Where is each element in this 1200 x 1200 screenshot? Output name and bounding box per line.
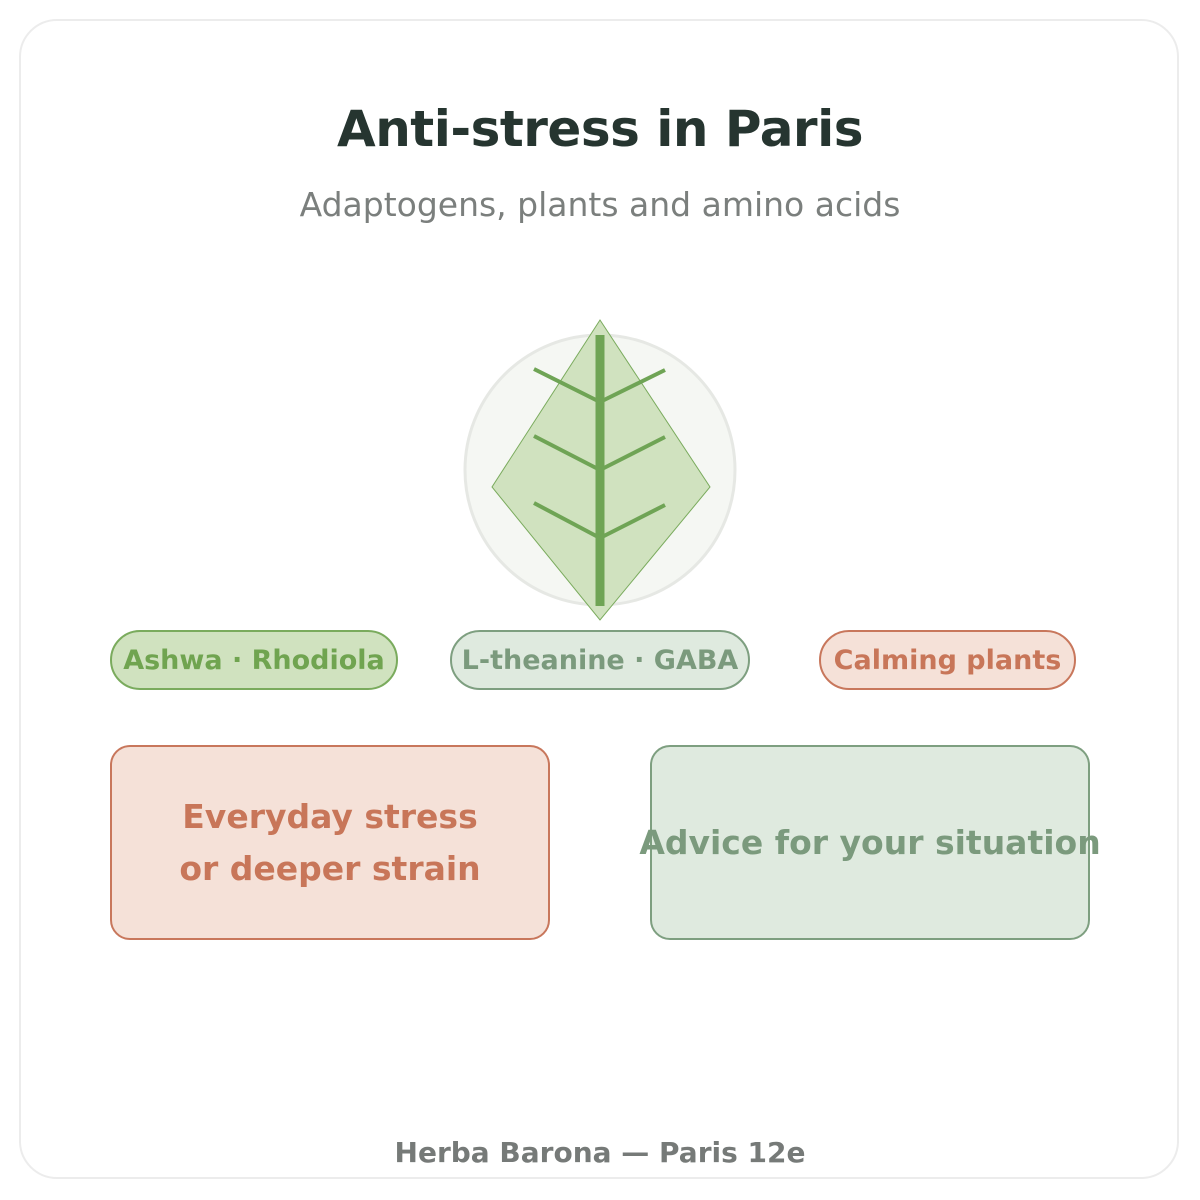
card-advice-label: Advice for your situation	[639, 822, 1101, 862]
leaf-veins	[533, 367, 666, 540]
tag-adaptogens: Ashwa · Rhodiola	[110, 630, 398, 690]
tag-calming-plants: Calming plants	[819, 630, 1076, 690]
leaf-emblem	[460, 315, 740, 625]
card-advice: Advice for your situation	[639, 745, 1101, 940]
tag-amino-acids: L-theanine · GABA	[450, 630, 750, 690]
footer-brand: Herba Barona — Paris 12e	[394, 1136, 806, 1169]
page-title: Anti-stress in Paris	[337, 100, 864, 158]
leaf-icon	[463, 319, 737, 621]
card-stress-type: Everyday stress or deeper strain	[110, 745, 550, 940]
page-subtitle: Adaptogens, plants and amino acids	[299, 185, 901, 224]
card-stress-type-label: Everyday stress or deeper strain	[179, 796, 481, 888]
